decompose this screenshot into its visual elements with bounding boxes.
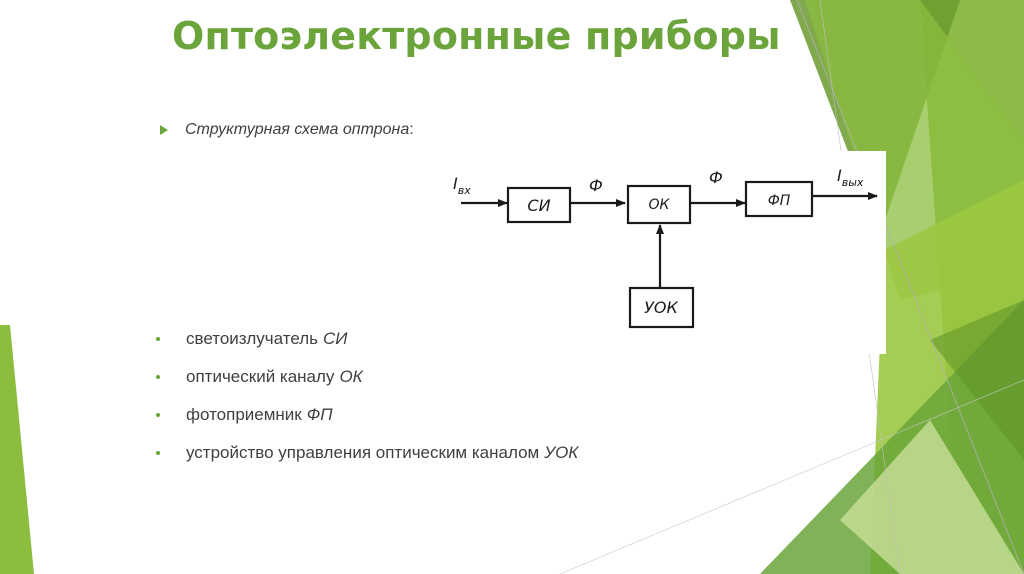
green-facet (840, 420, 1024, 574)
bullet-abbrev: УОК (544, 443, 579, 462)
bullet-dot-icon (156, 337, 160, 341)
flux-label-1: Ф (589, 176, 603, 195)
flux-label-2: Ф (709, 168, 723, 187)
bullet-dot-icon (156, 413, 160, 417)
lead-text-italic: Структурная схема оптрона (185, 121, 410, 138)
slide-title: Оптоэлектронные приборы (172, 14, 781, 58)
thin-line (796, 0, 1024, 574)
lead-text-colon: : (409, 121, 414, 138)
thin-line (559, 379, 1024, 574)
bullet-text: оптический каналу (186, 367, 335, 386)
block-si (506, 186, 572, 224)
block-uok-label: УОК (644, 298, 678, 317)
input-current-label: Iвх (453, 174, 471, 197)
bullet-abbrev: СИ (323, 329, 348, 348)
green-facet (930, 300, 1024, 460)
optocoupler-block-diagram: Iвх Iвых Ф Ф СИ ОК ФП УОК (447, 151, 886, 354)
bullet-text: светоизлучатель (186, 329, 318, 348)
diagram-svg: Iвх Iвых Ф Ф СИ ОК ФП УОК (453, 166, 878, 329)
bullet-text: фотоприемник (186, 405, 302, 424)
bullet-dot-icon (156, 451, 160, 455)
list-item: устройство управления оптическим каналом… (156, 434, 578, 472)
green-facet-left (0, 325, 34, 574)
lead-bullet: Структурная схема оптрона: (160, 121, 414, 139)
bullet-text: устройство управления оптическим каналом (186, 443, 540, 462)
block-fp-label: ФП (768, 193, 791, 209)
output-current-label: Iвых (837, 166, 864, 189)
block-ok-label: ОК (649, 197, 671, 213)
block-ok (626, 184, 692, 225)
block-si-label: СИ (527, 196, 550, 215)
bullet-dot-icon (156, 375, 160, 379)
bullet-abbrev: ФП (306, 405, 333, 424)
block-fp (744, 180, 814, 218)
lead-text: Структурная схема оптрона: (185, 121, 414, 139)
list-item: светоизлучатель СИ (156, 320, 578, 358)
triangle-bullet-icon (160, 125, 168, 135)
bullet-abbrev: ОК (339, 367, 363, 386)
block-uok (628, 286, 695, 329)
